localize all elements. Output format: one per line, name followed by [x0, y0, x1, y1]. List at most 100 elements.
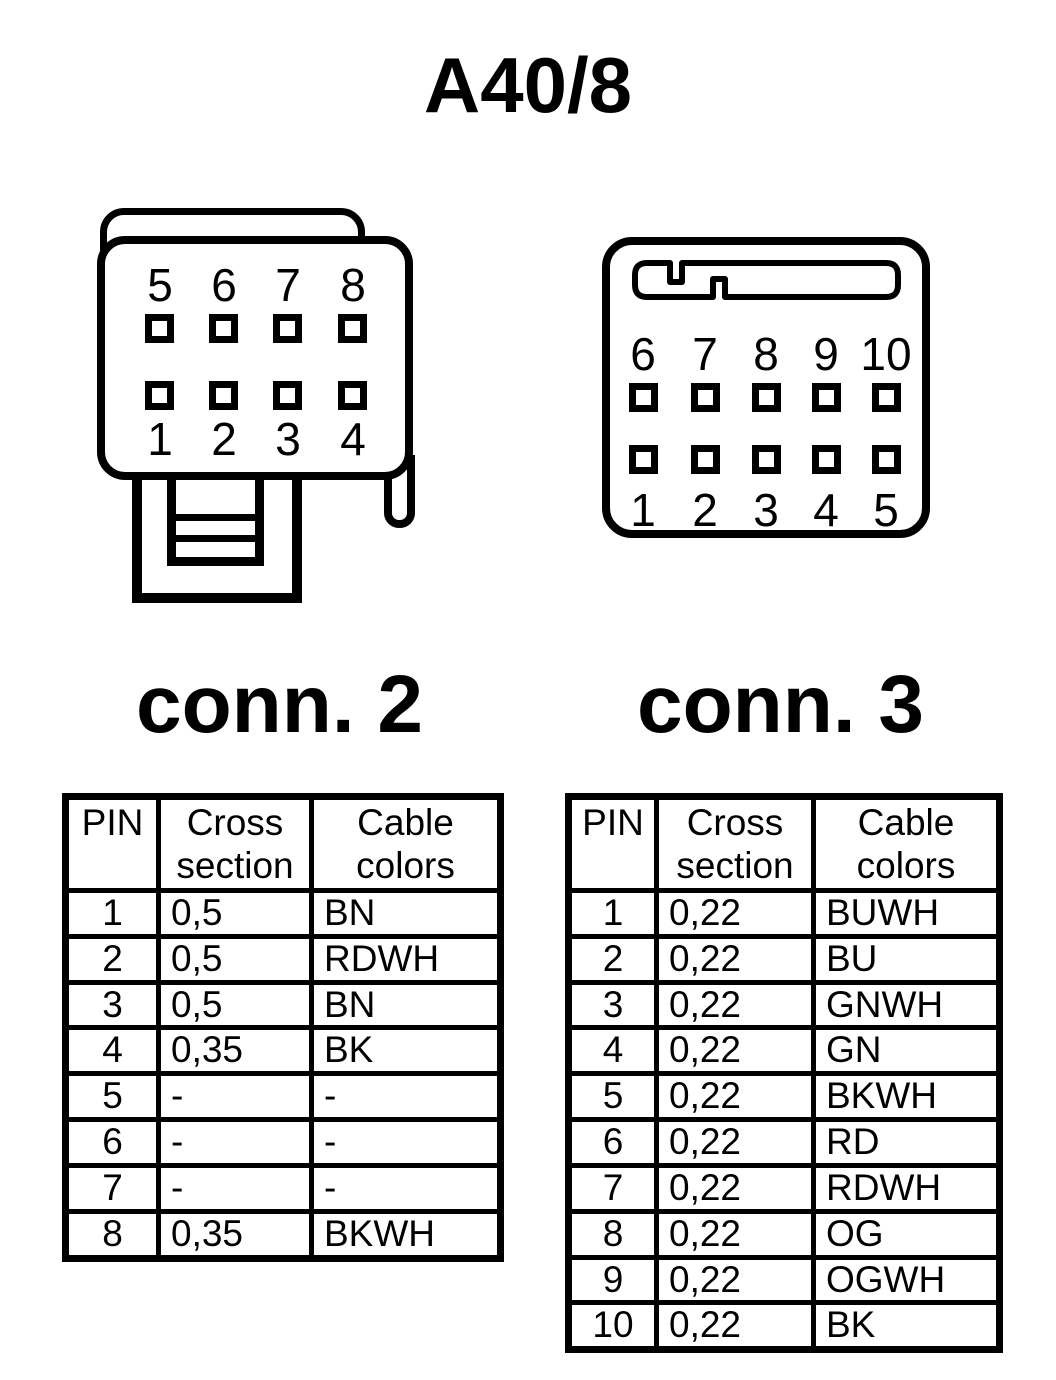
cross-section-cell: 0,22	[654, 1254, 816, 1306]
pin-number: 4	[813, 484, 839, 536]
pin-number: 4	[340, 413, 366, 465]
pin-cell: 5	[566, 1071, 659, 1123]
pin-square	[752, 383, 781, 412]
column-header-pin: PIN	[566, 794, 659, 893]
connector-2-latch-rib	[176, 535, 255, 542]
cable-color-cell: GN	[811, 1025, 1002, 1077]
pin-number: 2	[211, 413, 237, 465]
pin-cell: 4	[566, 1025, 659, 1077]
cable-color-cell: BN	[309, 979, 503, 1031]
pin-cell: 7	[566, 1162, 659, 1214]
cross-section-cell: -	[156, 1071, 314, 1123]
cross-section-cell: 0,5	[156, 933, 314, 985]
cable-color-cell: BK	[811, 1300, 1002, 1353]
pin-square	[145, 314, 174, 343]
cross-section-cell: 0,22	[654, 979, 816, 1031]
cross-section-cell: -	[156, 1162, 314, 1214]
pin-square	[273, 314, 302, 343]
cable-color-cell: BN	[309, 887, 503, 939]
pin-square	[629, 383, 658, 412]
cross-section-cell: 0,22	[654, 1071, 816, 1123]
cable-color-cell: BK	[309, 1025, 503, 1077]
pin-cell: 1	[566, 887, 659, 939]
pin-cell: 6	[63, 1117, 161, 1168]
connector-2-body	[97, 236, 413, 480]
cable-color-cell: RDWH	[811, 1162, 1002, 1214]
table-row: 5--	[63, 1071, 503, 1123]
pin-number: 8	[340, 259, 366, 311]
pin-cell: 3	[63, 979, 161, 1031]
connector-2-latch-rib	[176, 514, 255, 521]
cross-section-cell: -	[156, 1117, 314, 1168]
cross-section-cell: 0,5	[156, 887, 314, 939]
cable-color-cell: RD	[811, 1117, 1002, 1168]
cross-section-cell: 0,35	[156, 1208, 314, 1261]
pin-cell: 5	[63, 1071, 161, 1123]
cable-color-cell: BU	[811, 933, 1002, 985]
pin-number: 5	[873, 484, 899, 536]
cable-color-cell: -	[309, 1071, 503, 1123]
cross-section-cell: 0,22	[654, 1300, 816, 1353]
pin-cell: 9	[566, 1254, 659, 1306]
pin-cell: 10	[566, 1300, 659, 1353]
cross-section-cell: 0,5	[156, 979, 314, 1031]
cross-section-cell: 0,35	[156, 1025, 314, 1077]
pin-cell: 8	[566, 1208, 659, 1260]
cable-color-cell: BKWH	[309, 1208, 503, 1261]
pin-number: 10	[860, 328, 912, 380]
pin-square	[209, 314, 238, 343]
cable-color-cell: BKWH	[811, 1071, 1002, 1123]
cross-section-cell: 0,22	[654, 1208, 816, 1260]
pin-number: 7	[692, 328, 718, 380]
cable-color-cell: BUWH	[811, 887, 1002, 939]
pin-cell: 3	[566, 979, 659, 1031]
column-header-cable-colors: Cable colors	[811, 794, 1002, 893]
cable-color-cell: OGWH	[811, 1254, 1002, 1306]
pin-cell: 2	[63, 933, 161, 985]
pin-number: 8	[753, 328, 779, 380]
pin-number: 1	[147, 413, 173, 465]
pin-cell: 1	[63, 887, 161, 939]
connector-3-keyway-slot	[632, 260, 901, 300]
pin-number: 3	[275, 413, 301, 465]
pin-square	[209, 381, 238, 410]
pin-square	[145, 381, 174, 410]
column-header-cross-section: Cross section	[654, 794, 816, 893]
pin-cell: 6	[566, 1117, 659, 1168]
cross-section-cell: 0,22	[654, 1025, 816, 1077]
cable-color-cell: RDWH	[309, 933, 503, 985]
table-header-row: PIN Cross section Cable colors	[566, 794, 1002, 893]
pin-square	[338, 381, 367, 410]
cable-color-cell: -	[309, 1162, 503, 1214]
pin-number: 1	[630, 484, 656, 536]
pin-square	[338, 314, 367, 343]
pin-square	[273, 381, 302, 410]
pin-cell: 4	[63, 1025, 161, 1077]
pin-number: 2	[692, 484, 718, 536]
pin-number: 5	[147, 259, 173, 311]
pin-number: 6	[630, 328, 656, 380]
page-title: A40/8	[423, 41, 633, 129]
pin-square	[872, 383, 901, 412]
column-header-cable-colors: Cable colors	[309, 794, 503, 893]
cable-color-cell: GNWH	[811, 979, 1002, 1031]
table-header-row: PIN Cross section Cable colors	[63, 794, 503, 893]
cross-section-cell: 0,22	[654, 1117, 816, 1168]
column-header-cross-section: Cross section	[156, 794, 314, 893]
pin-square	[872, 445, 901, 474]
cable-color-cell: -	[309, 1117, 503, 1168]
